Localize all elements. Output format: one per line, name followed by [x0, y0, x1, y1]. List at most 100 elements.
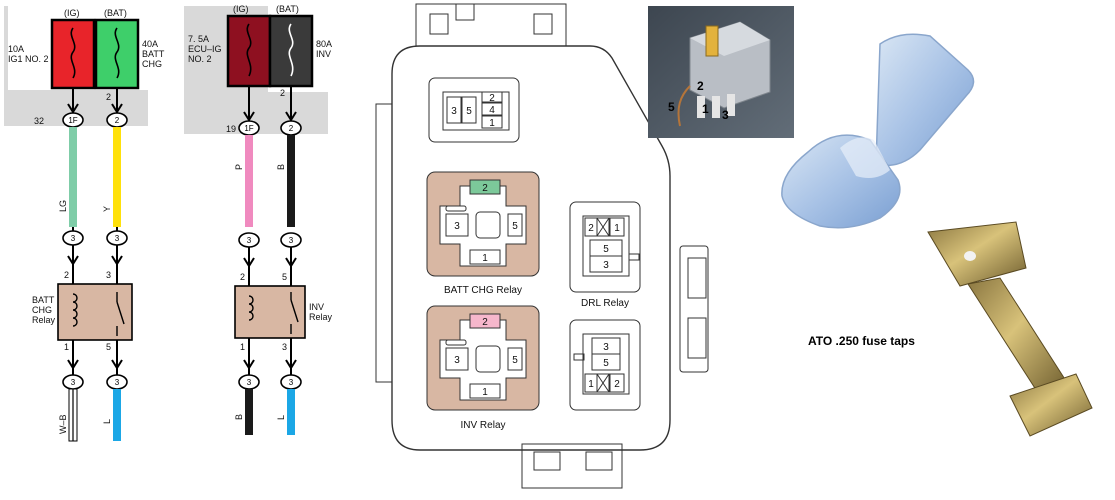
box-side-clip	[679, 245, 709, 373]
connector-label: 3	[247, 378, 252, 387]
pin-label: 2	[489, 93, 495, 104]
box-outline	[391, 45, 671, 451]
pin-label: 2	[482, 183, 488, 194]
top-socket-inner	[442, 91, 510, 131]
switch-icon	[116, 301, 125, 325]
socket-pin	[609, 217, 625, 237]
drl-relay-socket	[569, 201, 641, 293]
socket-center	[475, 211, 501, 239]
connector-label: 3	[289, 378, 294, 387]
arrow-icon	[67, 359, 79, 370]
wire-color-label: W–B	[58, 414, 68, 434]
socket-latch	[628, 253, 640, 261]
small-socket	[569, 319, 641, 411]
pin-label: 1	[482, 387, 488, 398]
batt-chg-circuit: (IG) (BAT) 10A IG1 NO. 2 40A BATT CHG 2 …	[4, 6, 165, 442]
socket-pin	[596, 217, 610, 237]
switch-icon	[290, 299, 299, 323]
fuse-rating: 40A	[142, 39, 158, 49]
relay-name-line3: Relay	[32, 315, 56, 325]
terminal-sleeve	[875, 33, 975, 167]
fuse-rating: 10A	[8, 44, 24, 54]
pin-number: 2	[240, 272, 245, 282]
wire-color-label: B	[234, 414, 244, 420]
arrow-icon	[67, 103, 79, 114]
fuse-symbol	[246, 23, 252, 77]
fuse-symbol	[70, 27, 76, 79]
socket-pin	[481, 91, 503, 103]
relay-box-labels: 3 5 2 4 1 2 3 5 1 BATT CHG Relay 2 3 5 1…	[444, 93, 629, 431]
socket-pin	[461, 96, 477, 124]
fuse-name: IG1 NO. 2	[8, 54, 49, 64]
socket-pin	[507, 347, 523, 371]
fuse-name-line1: ECU–IG	[188, 44, 222, 54]
arrow-icon	[67, 255, 79, 266]
pin-number: 3	[106, 270, 111, 280]
arrow-icon	[243, 111, 255, 122]
coil-icon	[248, 295, 254, 321]
box-side-rail	[375, 103, 393, 383]
pin-label: 1	[588, 379, 594, 390]
fuse-name: INV	[316, 49, 331, 59]
arrow-icon	[111, 255, 123, 266]
batt-chg-relay-label: BATT CHG Relay	[444, 285, 522, 296]
pin-label: 5	[466, 106, 472, 117]
socket-pin	[445, 213, 469, 237]
wire-b	[245, 389, 253, 435]
fuse-source-bat: (BAT)	[104, 8, 127, 18]
pin-label: 3	[454, 221, 460, 232]
connector-label: 3	[289, 236, 294, 245]
drl-socket-inner	[582, 215, 630, 277]
pin-number: 1	[240, 342, 245, 352]
relay-wire	[677, 85, 691, 127]
arrow-icon	[111, 103, 123, 114]
relay-terminal	[697, 96, 705, 118]
socket-latch	[445, 205, 467, 212]
blocked-pin-icon	[596, 217, 610, 237]
pin-label: 2	[482, 317, 488, 328]
photo-pin-label: 2	[697, 79, 704, 93]
fuse-symbol	[288, 23, 294, 77]
inv-relay	[234, 285, 306, 339]
pin-number: 32	[34, 116, 44, 126]
box-tab-slot	[455, 3, 475, 21]
box-bottom-tab	[521, 443, 623, 489]
pin-label: 4	[489, 105, 495, 116]
pin-label: 3	[603, 342, 609, 353]
fuse-tap-stem	[967, 277, 1069, 397]
box-side-clip-slot	[687, 317, 707, 359]
arrow-icon	[111, 359, 123, 370]
connector-label: 1F	[244, 124, 253, 133]
pin-number: 19	[226, 124, 236, 134]
pin-pink	[469, 313, 501, 329]
fuse-tap-caption: ATO .250 fuse taps	[808, 334, 915, 348]
insulated-terminal	[781, 33, 975, 229]
drl-relay-label: DRL Relay	[581, 298, 629, 309]
box-tab-slot	[429, 13, 449, 35]
wire-p	[245, 135, 253, 227]
fuse-ecu-ig-no2	[226, 14, 272, 88]
fuse-rating: 80A	[316, 39, 332, 49]
relay-name-line1: INV	[309, 302, 324, 312]
pin-label: 5	[603, 358, 609, 369]
top-socket	[428, 77, 520, 143]
wire-color-label: L	[102, 419, 112, 424]
socket-pin	[481, 102, 503, 116]
wire-color-label: P	[234, 164, 244, 170]
pin-label: 1	[489, 118, 495, 129]
fuse-rating: 7. 5A	[188, 34, 209, 44]
socket-pin	[469, 249, 501, 265]
photo-pin-label: 5	[668, 100, 675, 114]
inv-circuit: (IG) (BAT) 7. 5A ECU–IG NO. 2 80A INV 2 …	[184, 4, 333, 435]
arrow-icon	[285, 257, 297, 268]
connector-label: 3	[247, 236, 252, 245]
pin-label: 3	[603, 260, 609, 271]
pin-green	[469, 179, 501, 195]
photo-pin-label: 3	[722, 108, 729, 122]
pin-number: 2	[64, 270, 69, 280]
relay-terminal	[727, 94, 735, 116]
socket-pin	[469, 383, 501, 399]
pin-label: 5	[512, 221, 518, 232]
wire-color-label: Y	[102, 206, 112, 212]
connector-label: 3	[71, 378, 76, 387]
